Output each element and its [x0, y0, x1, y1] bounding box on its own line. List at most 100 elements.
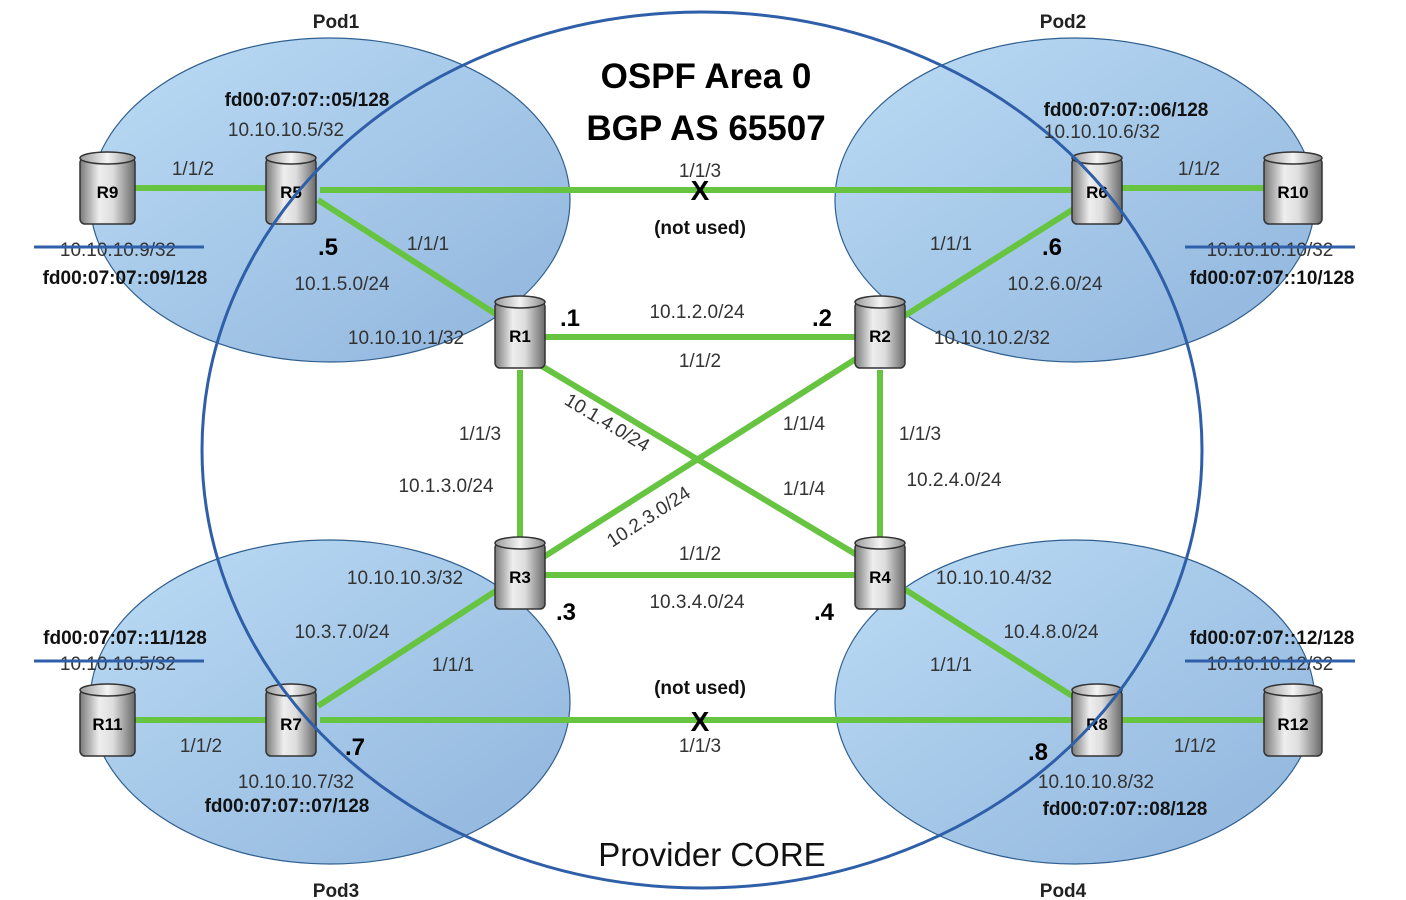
r4-host-suffix: .4 [814, 599, 835, 626]
router-r1[interactable]: R1 [494, 295, 546, 369]
provider-core-boundary [200, 10, 1204, 890]
r3-ipv4-loopback: 10.10.10.3/32 [347, 568, 463, 589]
port-r2-r4: 1/1/3 [899, 424, 941, 445]
port-r7-r8: 1/1/3 [679, 736, 721, 757]
pod3-label: Pod3 [313, 881, 359, 900]
router-r6[interactable]: R6 [1071, 151, 1123, 225]
link-r2-r3 [540, 352, 864, 561]
link-r6-r2 [896, 197, 1090, 323]
port-r7-r11: 1/1/2 [180, 736, 222, 757]
links [130, 185, 1270, 723]
router-r10-label: R10 [1277, 183, 1308, 202]
router-r1-label: R1 [509, 327, 531, 346]
r10-ipv6-loopback: fd00:07:07::10/128 [1190, 268, 1355, 289]
port-r5-r6: 1/1/3 [679, 161, 721, 182]
r12-ipv4-loopback-struck: 10.10.10.12/32 [1185, 654, 1355, 675]
r2-ipv4-loopback: 10.10.10.2/32 [934, 328, 1050, 349]
r1-host-suffix: .1 [560, 305, 580, 332]
port-r1-r3: 1/1/3 [459, 424, 501, 445]
unused-link-marker-bottom: X [691, 706, 710, 737]
port-r5-r1: 1/1/1 [407, 234, 449, 255]
router-r8-label: R8 [1086, 715, 1108, 734]
r5-ipv4-loopback: 10.10.10.5/32 [228, 120, 344, 141]
subnet-r3-r4: 10.3.4.0/24 [649, 592, 745, 613]
port-r3-r4: 1/1/2 [679, 544, 721, 565]
pod4-label: Pod4 [1040, 881, 1087, 900]
port-r2-r3: 1/1/4 [783, 414, 826, 435]
provider-core-label: Provider CORE [598, 836, 825, 873]
r12-ipv6-loopback: fd00:07:07::12/128 [1190, 628, 1355, 649]
r11-ipv6-loopback: fd00:07:07::11/128 [43, 628, 207, 649]
r9-ipv6-loopback: fd00:07:07::09/128 [43, 268, 208, 289]
r4-ipv4-loopback: 10.10.10.4/32 [936, 568, 1052, 589]
link-r5-r1 [316, 197, 507, 323]
r7-ipv4-loopback: 10.10.10.7/32 [238, 772, 354, 793]
r7-ipv6-loopback: fd00:07:07::07/128 [205, 796, 370, 817]
unused-link-note-bottom: (not used) [654, 678, 746, 699]
link-r3-r7 [316, 582, 507, 709]
subnet-r1-r2: 10.1.2.0/24 [649, 302, 745, 323]
port-r7-r3: 1/1/1 [432, 655, 474, 676]
subnet-r4-r8: 10.4.8.0/24 [1003, 622, 1099, 643]
r2-host-suffix: .2 [812, 305, 832, 332]
r5-ipv6-loopback: fd00:07:07::05/128 [225, 90, 390, 111]
subnet-r2-r4: 10.2.4.0/24 [906, 470, 1002, 491]
router-r12[interactable]: R12 [1263, 683, 1323, 757]
router-r7[interactable]: R7 [265, 683, 317, 757]
r9-ipv4-loopback-text: 10.10.10.9/32 [60, 240, 176, 261]
router-r10[interactable]: R10 [1263, 151, 1323, 225]
router-r3-label: R3 [509, 568, 531, 587]
r8-ipv4-loopback: 10.10.10.8/32 [1038, 772, 1154, 793]
r10-ipv4-loopback-struck: 10.10.10.10/32 [1185, 240, 1355, 261]
router-r11-label: R11 [92, 715, 122, 734]
router-r9[interactable]: R9 [79, 151, 136, 225]
router-r2[interactable]: R2 [854, 295, 906, 369]
diagram-title-ospf: OSPF Area 0 [601, 57, 812, 96]
port-r4-r8: 1/1/1 [930, 655, 972, 676]
diagram-title-bgp: BGP AS 65507 [586, 109, 825, 148]
port-r1-r4: 1/1/4 [783, 479, 826, 500]
r12-ipv4-loopback-text: 10.10.10.12/32 [1207, 654, 1334, 675]
subnet-r2-r6: 10.2.6.0/24 [1007, 274, 1103, 295]
router-r3[interactable]: R3 [494, 536, 546, 610]
r6-host-suffix: .6 [1042, 234, 1062, 261]
r6-ipv4-loopback: 10.10.10.6/32 [1044, 122, 1160, 143]
link-r4-r8 [896, 582, 1090, 709]
port-r5-r9: 1/1/2 [172, 159, 214, 180]
router-r4-label: R4 [869, 568, 891, 587]
router-r2-label: R2 [869, 327, 891, 346]
router-r5-label: R5 [280, 183, 302, 202]
r7-host-suffix: .7 [345, 734, 365, 761]
r10-ipv4-loopback-text: 10.10.10.10/32 [1207, 240, 1334, 261]
unused-link-note-top: (not used) [654, 218, 746, 239]
router-r12-label: R12 [1277, 715, 1308, 734]
r1-ipv4-loopback: 10.10.10.1/32 [348, 328, 464, 349]
router-r5[interactable]: R5 [265, 151, 317, 225]
pod1-label: Pod1 [313, 12, 360, 33]
router-r8[interactable]: R8 [1071, 683, 1123, 757]
r8-ipv6-loopback: fd00:07:07::08/128 [1043, 799, 1208, 820]
r11-ipv4-loopback-text: 10.10.10.5/32 [60, 654, 176, 675]
router-r6-label: R6 [1086, 183, 1108, 202]
subnet-r3-r7: 10.3.7.0/24 [294, 622, 390, 643]
r5-host-suffix: .5 [318, 234, 338, 261]
unused-link-marker-top: X [691, 175, 710, 206]
port-r6-r10: 1/1/2 [1178, 159, 1220, 180]
router-r4[interactable]: R4 [854, 536, 906, 610]
r9-ipv4-loopback-struck: 10.10.10.9/32 [34, 240, 204, 261]
r6-ipv6-loopback: fd00:07:07::06/128 [1044, 100, 1209, 121]
subnet-r1-r5: 10.1.5.0/24 [294, 274, 390, 295]
r8-host-suffix: .8 [1028, 739, 1048, 766]
r3-host-suffix: .3 [556, 599, 576, 626]
link-r1-r4 [538, 362, 864, 561]
r11-ipv4-loopback-struck: 10.10.10.5/32 [34, 654, 204, 675]
port-r1-r2: 1/1/2 [679, 351, 721, 372]
subnet-r1-r3: 10.1.3.0/24 [398, 476, 494, 497]
router-r11[interactable]: R11 [79, 683, 136, 757]
pod2-label: Pod2 [1040, 12, 1086, 33]
port-r6-r2: 1/1/1 [930, 234, 972, 255]
port-r8-r12: 1/1/2 [1174, 736, 1216, 757]
router-r9-label: R9 [97, 183, 119, 202]
router-r7-label: R7 [280, 715, 302, 734]
